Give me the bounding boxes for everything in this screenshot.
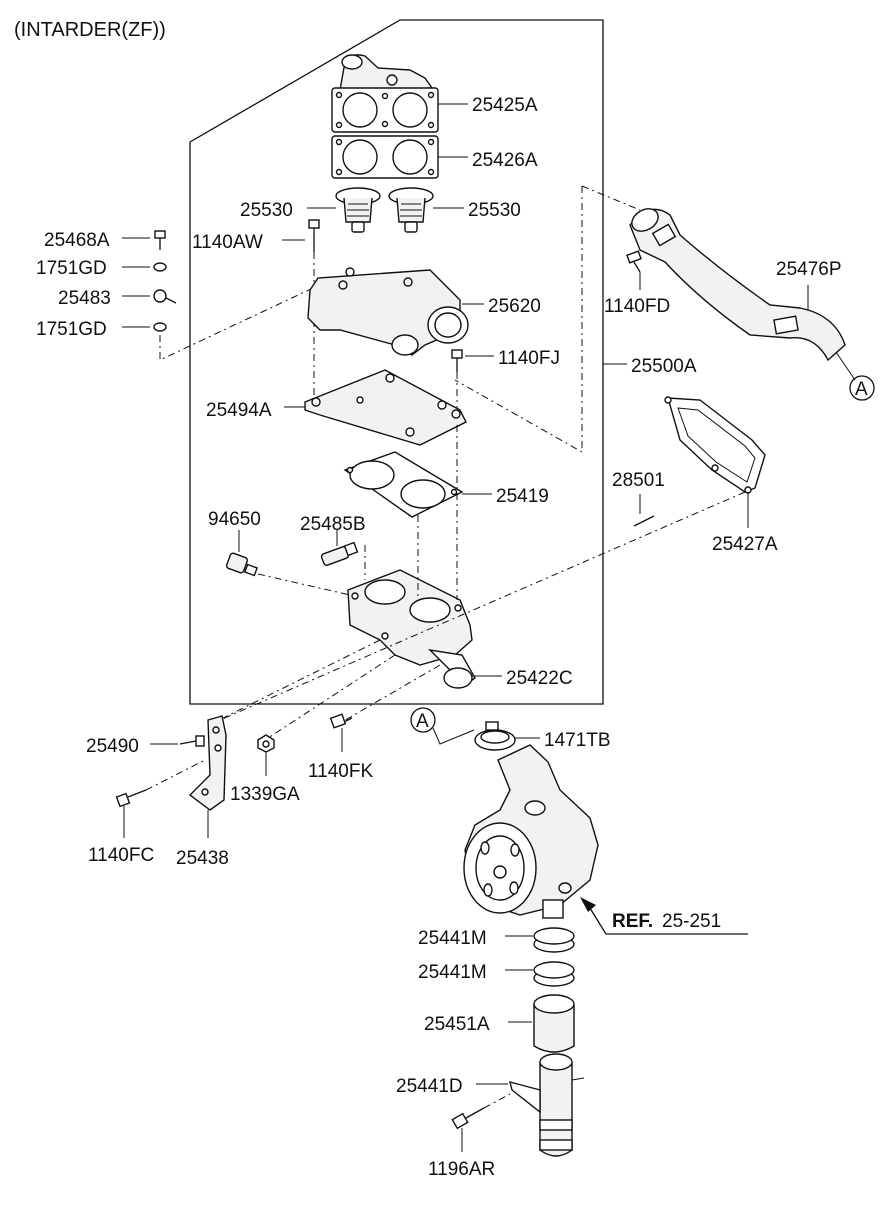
label-25485B: 25485B: [300, 514, 366, 535]
label-25483: 25483: [58, 288, 111, 309]
ref-label: REF.: [612, 911, 653, 932]
diagram-title: (INTARDER(ZF)): [14, 19, 166, 41]
label-1751GD-bottom: 1751GD: [36, 319, 107, 340]
sensor-25485B: [320, 541, 359, 566]
label-25441M-top: 25441M: [418, 928, 487, 949]
bolt-25468A: [154, 230, 166, 250]
gasket-25427A: [664, 396, 766, 494]
label-25476P: 25476P: [776, 259, 842, 280]
washer-1751GD-top: [153, 262, 167, 272]
callout-a-top-letter: A: [855, 379, 868, 400]
callout-a-mid-letter: A: [416, 711, 429, 732]
pipe-25441D: [509, 1053, 585, 1157]
label-1140FJ: 1140FJ: [498, 348, 560, 369]
thermostat-housing-25620: [307, 267, 469, 356]
label-25425A: 25425A: [472, 95, 538, 116]
stud-28501: [633, 515, 655, 527]
bolt-1140FK: [329, 713, 353, 729]
label-25427A: 25427A: [712, 534, 778, 555]
adapter-plate-25494A: [304, 369, 467, 446]
label-1339GA: 1339GA: [230, 784, 300, 805]
label-94650: 94650: [208, 509, 261, 530]
nut-1339GA: [257, 734, 275, 753]
label-25419: 25419: [496, 486, 549, 507]
hose-group-frame: [454, 186, 583, 453]
bolt-25490: [179, 735, 205, 747]
label-25426A: 25426A: [472, 150, 538, 171]
label-25494A: 25494A: [206, 400, 272, 421]
washer-1751GD-bottom: [153, 322, 167, 332]
label-1140FC: 1140FC: [88, 845, 154, 866]
outlet-elbow-part: [339, 54, 434, 93]
thermostat-right: [388, 187, 434, 233]
label-25441M-bottom: 25441M: [418, 962, 487, 983]
hose-25476P: [629, 208, 846, 362]
label-1471TB: 1471TB: [544, 730, 611, 751]
bolt-1140FC: [115, 789, 147, 808]
thermostat-left: [335, 187, 381, 233]
label-25500A: 25500A: [631, 356, 697, 377]
label-25530-right: 25530: [468, 200, 521, 221]
label-1140FK: 1140FK: [308, 761, 373, 782]
label-25438: 25438: [176, 848, 229, 869]
label-1140AW: 1140AW: [192, 232, 263, 253]
bolt-1196AR: [451, 1107, 485, 1130]
bolt-1140FD: [626, 250, 642, 273]
clamp-1471TB: [474, 721, 516, 751]
ref-arrow: [580, 897, 748, 935]
gasket-25426A: [331, 135, 439, 179]
label-25422C: 25422C: [506, 668, 573, 689]
label-25490: 25490: [86, 736, 139, 757]
label-28501: 28501: [612, 470, 665, 491]
clamp-25441M-top: [533, 927, 575, 953]
left-bolt-group-frame: [159, 279, 331, 361]
label-1140FD: 1140FD: [604, 296, 670, 317]
label-25451A: 25451A: [424, 1014, 490, 1035]
callout-a-mid: [410, 707, 436, 733]
sleeve-25451A: [533, 994, 575, 1053]
clamp-25441M-bottom: [533, 961, 575, 987]
label-25620: 25620: [488, 296, 541, 317]
label-25468A: 25468A: [44, 230, 110, 251]
gasket-25419: [343, 451, 464, 518]
label-25530-left: 25530: [240, 200, 293, 221]
gasket-plate-25425A: [331, 87, 439, 133]
housing-25422C: [347, 569, 476, 689]
callout-a-top: [849, 375, 875, 401]
label-1196AR: 1196AR: [428, 1159, 495, 1180]
bracket-25438: [188, 715, 227, 811]
bolt-1140AW: [308, 219, 320, 252]
assembly-frame: [189, 19, 604, 705]
bolt-1140FJ: [451, 349, 463, 372]
sensor-94650: [225, 552, 258, 577]
ref-number: 25-251: [662, 911, 721, 932]
label-25441D: 25441D: [396, 1076, 463, 1097]
water-pump: [463, 744, 599, 919]
hose-group-frame-top: [581, 185, 641, 211]
label-1751GD-top: 1751GD: [36, 258, 107, 279]
banjo-bolt-25483: [153, 289, 177, 304]
